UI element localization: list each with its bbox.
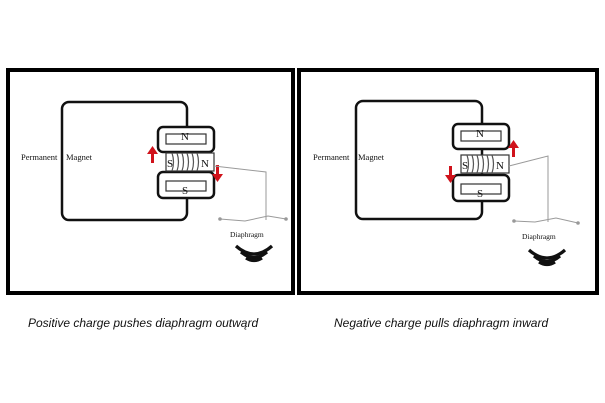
coil-left-label: S (167, 158, 173, 170)
diaphragm (513, 217, 579, 224)
pole-top-label: N (476, 128, 484, 140)
coil-wire (508, 155, 549, 222)
magnet-label-part1: Permanent (21, 152, 58, 162)
diaphragm (219, 215, 287, 222)
panel-frame (6, 68, 295, 295)
voice-coil (171, 152, 200, 172)
coil-wire (213, 165, 267, 220)
pole-bottom-label: S (477, 188, 483, 200)
arrow-down-icon (445, 166, 456, 183)
pole-top-label: N (181, 131, 189, 143)
sound-wave-icon (527, 248, 567, 267)
panel-negative: N S S N Permanent Magnet Diaphragm Negat… (297, 68, 599, 330)
arrow-down-icon (212, 165, 223, 182)
panel-frame (297, 68, 599, 295)
pole-bottom-label: S (182, 185, 188, 197)
sound-wave-icon (234, 244, 274, 263)
panel-positive: N S S N Permanent Magnet Diaphragm Posit… (6, 68, 295, 330)
diaphragm-label: Diaphragm (522, 232, 556, 241)
caption-negative: Negative charge pulls diaphragm inward (334, 316, 548, 330)
arrow-up-icon (508, 140, 519, 157)
coil-right-label: N (201, 158, 209, 170)
voice-coil (466, 154, 495, 174)
coil-left-label: S (462, 160, 468, 172)
diaphragm-label: Diaphragm (230, 230, 264, 239)
arrow-up-icon (147, 146, 158, 163)
magnet-label-part1: Permanent (313, 152, 350, 162)
magnet-label-part2: Magnet (66, 152, 93, 162)
magnet-label-part2: Magnet (358, 152, 385, 162)
coil-right-label: N (496, 160, 504, 172)
caption-positive: Positive charge pushes diaphragm outwąrd (28, 316, 258, 330)
